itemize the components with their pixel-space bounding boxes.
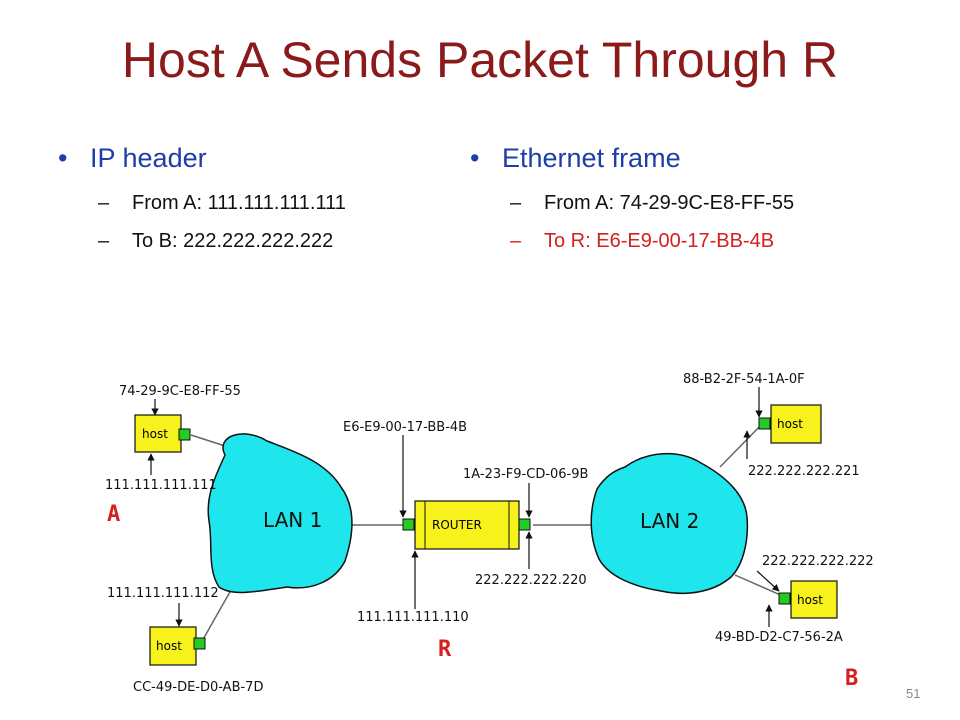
ip-header-to: –To B: 222.222.222.222 [98, 230, 334, 252]
page-number: 51 [906, 686, 921, 701]
router-right-mac-label: 1A-23-F9-CD-06-9B [463, 467, 588, 482]
host-d-ip-label: 222.222.222.221 [748, 464, 860, 479]
lan-1-cloud [207, 433, 353, 594]
host-b-mac-label: 49-BD-D2-C7-56-2A [715, 630, 843, 645]
router-right-nic [518, 518, 531, 531]
host-c-ip-label: 111.111.111.112 [107, 586, 219, 601]
host-c-nic [193, 637, 206, 650]
label-b: B [845, 666, 859, 691]
router-label: ROUTER [432, 518, 482, 532]
ip-header-column: IP header –From A: 111.111.111.111 –To B… [58, 138, 346, 254]
label-a: A [107, 502, 121, 527]
ethernet-frame-from-text: From A: 74-29-9C-E8-FF-55 [544, 192, 795, 214]
router-right-ip-label: 222.222.222.220 [475, 573, 587, 588]
host-b-label: host [797, 593, 823, 607]
lan-2-label: LAN 2 [640, 509, 699, 533]
host-d-label: host [777, 417, 803, 431]
router-left-nic [402, 518, 415, 531]
host-c-box [149, 626, 197, 666]
host-d-box [770, 404, 822, 444]
ethernet-frame-to: –To R: E6-E9-00-17-BB-4B [510, 230, 775, 252]
host-c-label: host [156, 639, 182, 653]
lan-1-label: LAN 1 [263, 508, 322, 532]
host-b-ip-label: 222.222.222.222 [762, 554, 874, 569]
ethernet-frame-heading: Ethernet frame [470, 138, 794, 178]
router-box [414, 500, 520, 550]
host-a-label: host [142, 427, 168, 441]
host-c-mac-label: CC-49-DE-D0-AB-7D [133, 680, 263, 695]
ethernet-frame-column: Ethernet frame –From A: 74-29-9C-E8-FF-5… [470, 138, 794, 254]
label-r: R [438, 637, 452, 662]
ip-header-from: –From A: 111.111.111.111 [98, 192, 346, 214]
host-d-nic [758, 417, 771, 430]
address-arrows [147, 387, 780, 627]
ip-header-to-text: To B: 222.222.222.222 [132, 230, 334, 252]
network-diagram: LAN 1 LAN 2 host host ROUTER host host 7… [105, 372, 874, 695]
host-b-nic [778, 592, 791, 605]
host-a-box [134, 414, 182, 453]
host-b-box [790, 580, 838, 619]
host-d-mac-label: 88-B2-2F-54-1A-0F [683, 372, 805, 387]
lan-2-cloud [590, 453, 749, 595]
ip-header-from-text: From A: 111.111.111.111 [132, 192, 346, 214]
slide-title: Host A Sends Packet Through R [121, 32, 839, 88]
ethernet-frame-from: –From A: 74-29-9C-E8-FF-55 [510, 192, 795, 214]
ip-header-heading: IP header [58, 138, 346, 178]
host-a-mac-label: 74-29-9C-E8-FF-55 [119, 384, 241, 399]
host-a-ip-label: 111.111.111.111 [105, 478, 217, 493]
router-left-mac-label: E6-E9-00-17-BB-4B [343, 420, 467, 435]
host-a-nic [178, 428, 191, 441]
router-left-ip-label: 111.111.111.110 [357, 610, 469, 625]
ethernet-frame-to-text: To R: E6-E9-00-17-BB-4B [544, 230, 775, 252]
